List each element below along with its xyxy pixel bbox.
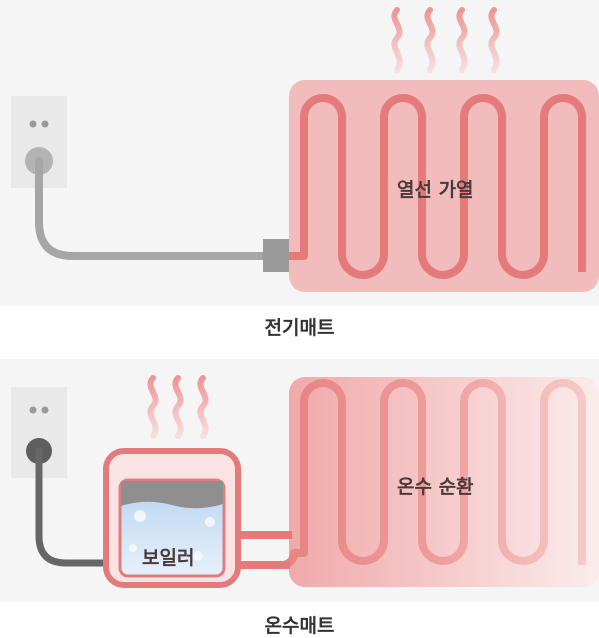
water-circulation-label: 온수 순환: [397, 476, 474, 498]
electric-power-cable: [35, 157, 268, 260]
water-mat-body: [289, 377, 599, 587]
boiler-steam-icon: [147, 375, 209, 439]
boiler-label: 보일러: [142, 547, 195, 569]
water-power-cable: [35, 447, 116, 567]
electric-steam-icon: [391, 7, 500, 73]
electric-mat-body: [289, 80, 599, 292]
electric-mat-caption: 전기매트: [264, 317, 335, 339]
heating-wire-coil: [289, 94, 586, 279]
water-mat-caption: 온수매트: [264, 615, 335, 637]
heating-wire-label: 열선 가열: [397, 179, 474, 201]
cable-connector: [263, 239, 289, 272]
boiler-icon: [103, 448, 241, 588]
